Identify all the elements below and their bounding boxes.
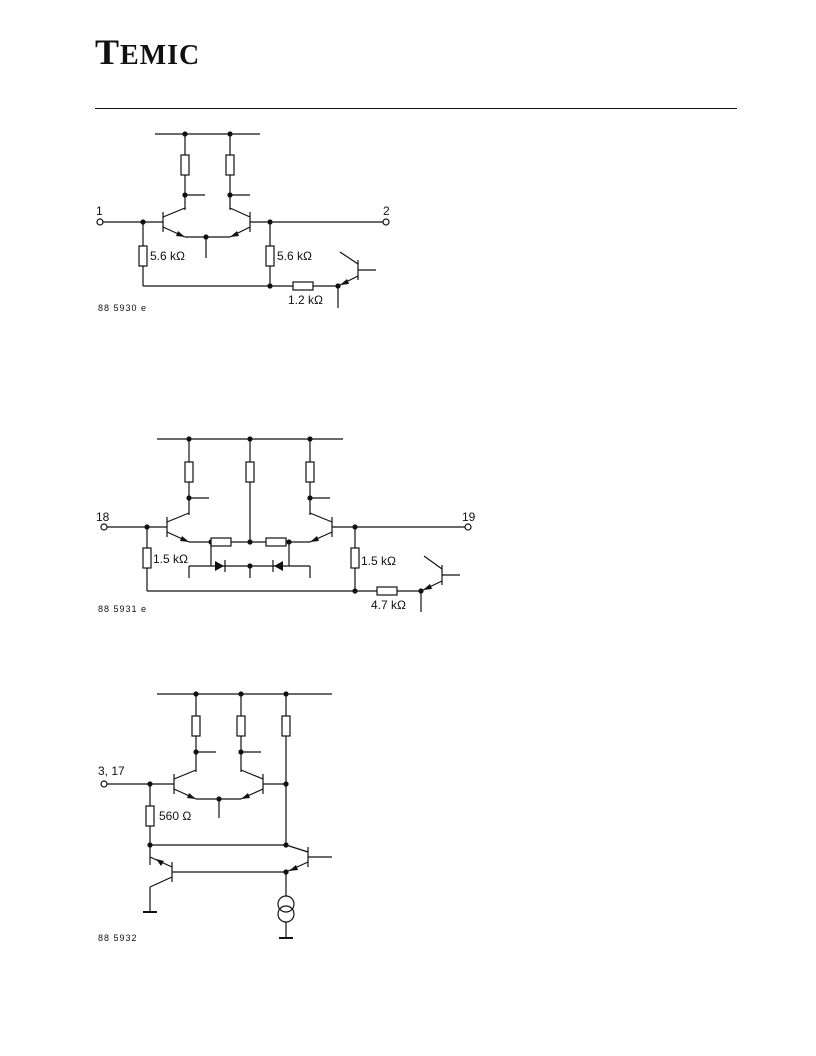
c3-reference-number: 88 5932 xyxy=(98,933,138,943)
c3-collector-resistor-right xyxy=(281,715,291,737)
c1-reference-number: 88 5930 e xyxy=(98,303,147,313)
circuit-1 xyxy=(96,131,390,308)
c2-pin-out xyxy=(464,523,472,531)
c1-pin-in-label: 1 xyxy=(96,204,103,218)
c3-transistor-lower-right xyxy=(285,844,332,873)
logo-rest: EMIC xyxy=(120,40,201,71)
c2-resistor-right xyxy=(350,547,360,569)
c2-transistor-output xyxy=(420,555,460,592)
c2-emitter-resistor-left xyxy=(210,537,232,547)
c3-pin-in-label: 3, 17 xyxy=(98,764,125,778)
c1-resistor-series xyxy=(292,281,314,291)
c2-pin-in-label: 18 xyxy=(96,510,110,524)
temic-logo: TEMIC xyxy=(95,34,200,70)
logo-first-letter: T xyxy=(95,32,121,72)
c2-resistor-right-label: 1.5 kΩ xyxy=(361,554,396,568)
c2-collector-resistor-left xyxy=(184,461,194,483)
c3-resistor-left-label: 560 Ω xyxy=(159,809,191,823)
c3-pin-in xyxy=(100,780,108,788)
c2-resistor-left-label: 1.5 kΩ xyxy=(153,552,188,566)
c2-transistor-left xyxy=(166,512,190,543)
c2-transistor-right xyxy=(309,512,333,543)
c3-collector-resistor-middle xyxy=(236,715,246,737)
c2-diode-right xyxy=(272,560,283,572)
c1-transistor-left xyxy=(162,207,186,238)
header-rule xyxy=(95,108,737,109)
c2-reference-number: 88 5931 e xyxy=(98,604,147,614)
c1-pin-out-label: 2 xyxy=(383,204,390,218)
circuit-2 xyxy=(100,436,472,612)
c2-resistor-left xyxy=(142,547,152,569)
c1-pin-in xyxy=(96,218,104,226)
c1-transistor-right xyxy=(229,207,251,238)
c1-collector-resistor-left xyxy=(180,154,190,176)
c2-resistor-series xyxy=(376,586,398,596)
c1-transistor-output xyxy=(337,251,376,287)
c2-emitter-resistor-right xyxy=(265,537,287,547)
c2-pin-out-label: 19 xyxy=(462,510,476,524)
c2-diode-left xyxy=(215,560,226,572)
c2-resistor-series-label: 4.7 kΩ xyxy=(371,598,406,612)
c3-transistor-lower-left xyxy=(149,856,173,888)
c1-resistor-left-label: 5.6 kΩ xyxy=(150,249,185,263)
c3-resistor-left xyxy=(145,805,155,827)
c3-transistor-left xyxy=(173,769,197,800)
c3-current-source xyxy=(277,895,295,923)
c1-resistor-right-label: 5.6 kΩ xyxy=(277,249,312,263)
c1-pin-out xyxy=(382,218,390,226)
c1-resistor-left xyxy=(138,245,148,267)
c1-collector-resistor-right xyxy=(225,154,235,176)
c1-resistor-right xyxy=(265,245,275,267)
circuit-3 xyxy=(100,691,332,939)
c2-collector-resistor-right xyxy=(305,461,315,483)
c2-pin-in xyxy=(100,523,108,531)
c3-transistor-right xyxy=(240,769,264,800)
c3-collector-resistor-left xyxy=(191,715,201,737)
c1-resistor-series-label: 1.2 kΩ xyxy=(288,293,323,307)
c2-collector-resistor-middle xyxy=(245,461,255,483)
